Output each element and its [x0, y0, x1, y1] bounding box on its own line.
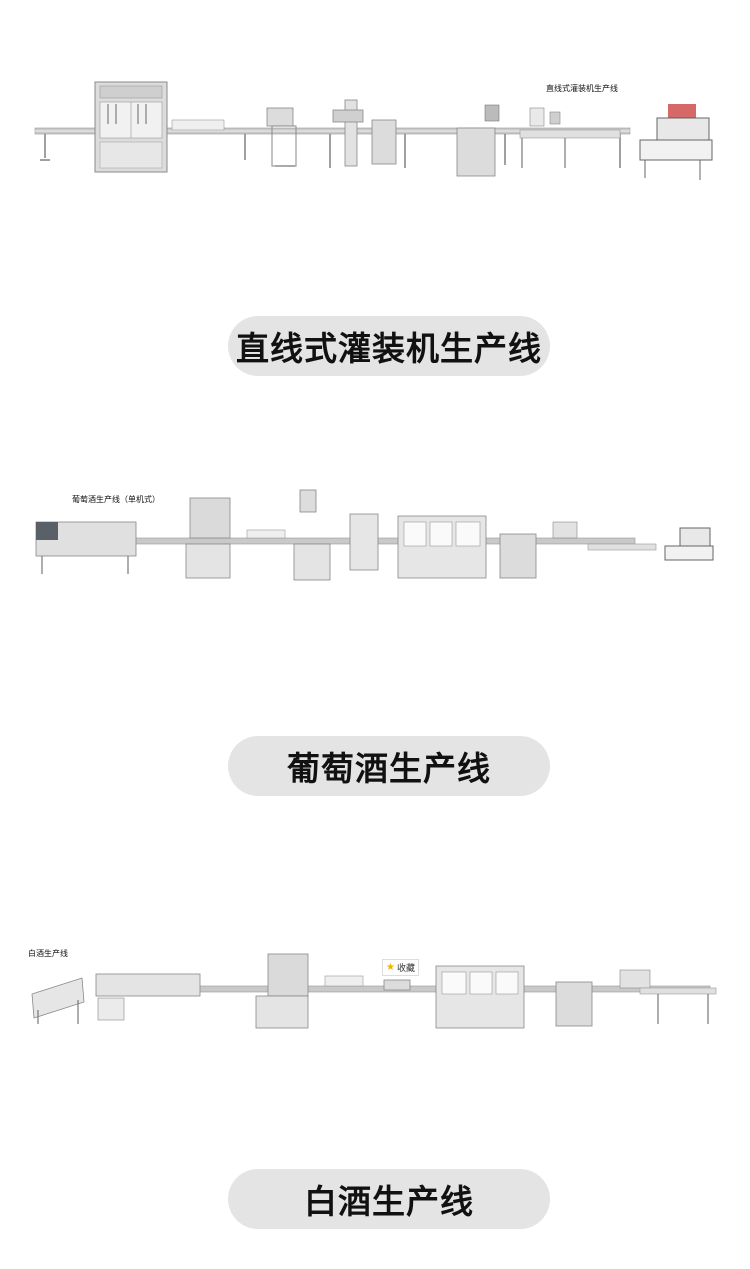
line-small-label: 白酒生产线 [28, 949, 68, 958]
linear-filling-line-illustration [34, 81, 713, 180]
production-line-section-2: 葡萄酒生产线（单机式） 葡萄酒生产线 [0, 420, 750, 820]
section-title-pill: 直线式灌装机生产线 [228, 316, 550, 376]
baijiu-line-illustration [31, 953, 717, 1029]
favorite-label: 收藏 [396, 964, 415, 974]
favorite-badge[interactable]: ★ 收藏 [382, 959, 419, 976]
production-line-section-1: 直线式灌装机生产线 直线式灌装机生产线 [0, 0, 750, 400]
line-small-label: 葡萄酒生产线（单机式） [72, 495, 160, 504]
line-small-label: 直线式灌装机生产线 [546, 84, 618, 93]
section-title: 白酒生产线 [304, 1182, 474, 1221]
section-title-pill: 白酒生产线 [228, 1169, 550, 1229]
section-title: 葡萄酒生产线 [287, 749, 491, 788]
production-line-section-3: 白酒生产线 ★ 收藏 白酒生产线 [0, 848, 750, 1269]
section-title-pill: 葡萄酒生产线 [228, 736, 550, 796]
star-icon: ★ [386, 962, 395, 973]
section-title: 直线式灌装机生产线 [236, 329, 542, 368]
wine-line-illustration [35, 489, 714, 581]
